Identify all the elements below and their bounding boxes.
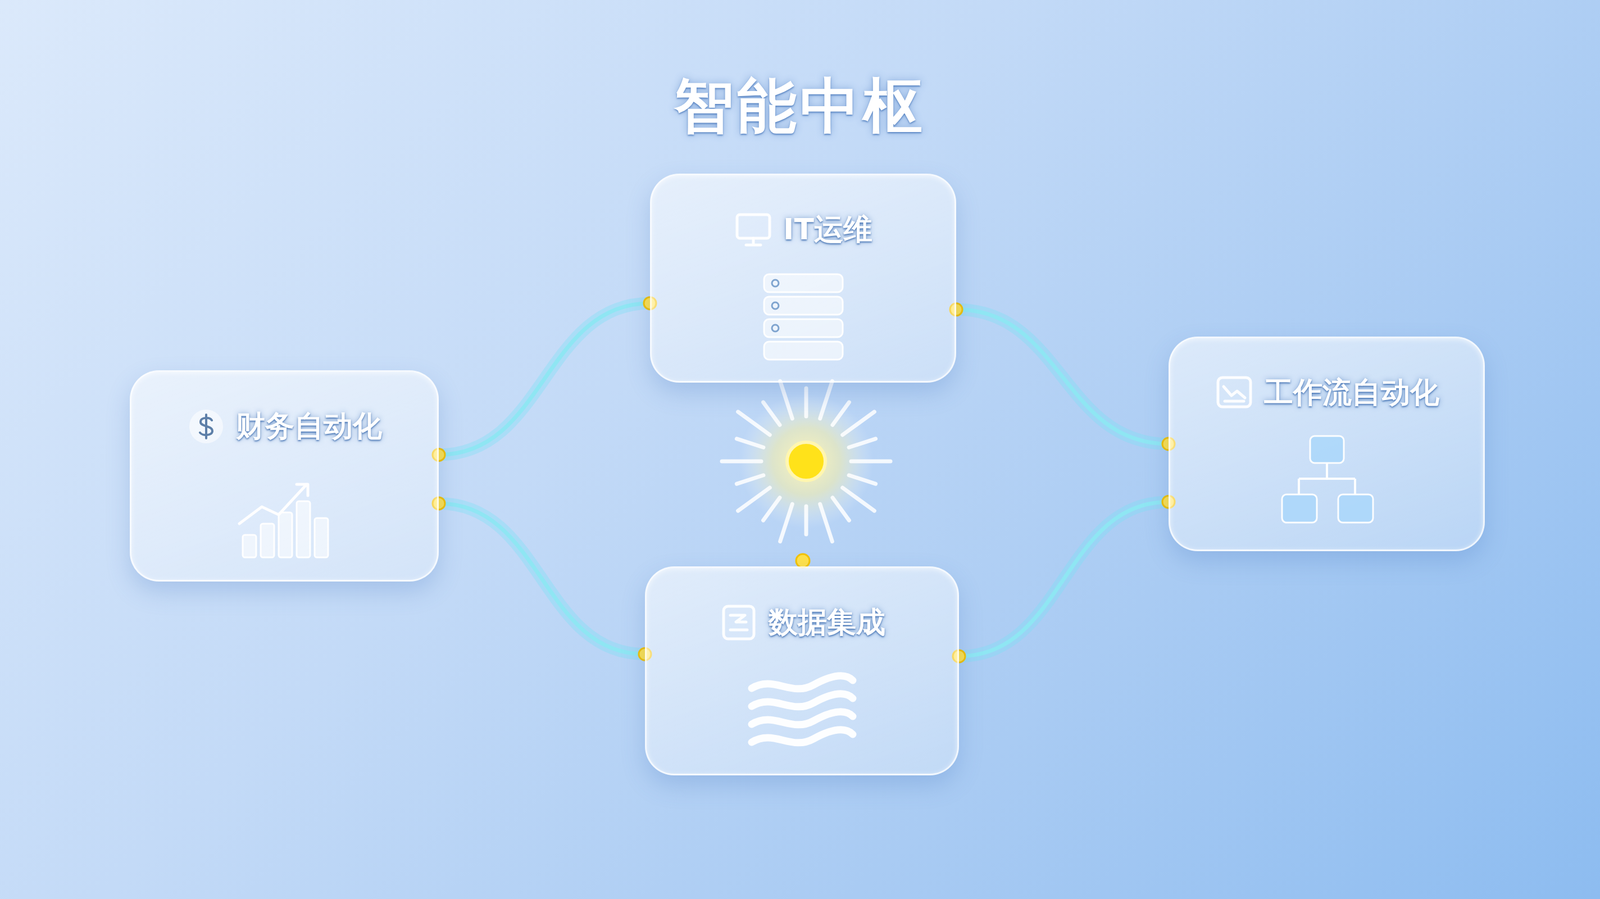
connector bbox=[438, 503, 645, 654]
sun-ray bbox=[832, 402, 849, 425]
server-picture bbox=[741, 270, 866, 367]
connector-glow bbox=[438, 503, 645, 654]
waves-picture bbox=[740, 663, 865, 759]
connector bbox=[956, 309, 1169, 444]
sun-ray bbox=[820, 380, 833, 419]
module-card: 工作流自动化 bbox=[1168, 336, 1485, 552]
hub-dot bbox=[796, 553, 810, 568]
card-label: 工作流自动化 bbox=[1264, 373, 1440, 413]
sun-ray bbox=[848, 438, 876, 448]
card-header: 数据集成 bbox=[646, 602, 958, 643]
sun-ray bbox=[842, 487, 875, 511]
card-label: IT运维 bbox=[783, 210, 873, 250]
connector-glow bbox=[958, 501, 1169, 657]
card-header: 财务自动化 bbox=[131, 406, 438, 447]
connector-group bbox=[432, 297, 657, 462]
dollar-icon bbox=[186, 406, 226, 447]
data-icon bbox=[719, 602, 759, 643]
sun-ray bbox=[763, 497, 780, 521]
sun-ray bbox=[738, 411, 771, 435]
module-card: IT运维 bbox=[650, 173, 957, 383]
module-card: 财务自动化 bbox=[129, 370, 439, 582]
card-label: 财务自动化 bbox=[235, 406, 383, 447]
sun-ray bbox=[780, 380, 793, 419]
sun-ray bbox=[763, 402, 780, 425]
connector-group bbox=[952, 495, 1175, 663]
sun-core bbox=[787, 442, 826, 481]
bars-picture bbox=[222, 467, 347, 563]
connector-group bbox=[432, 497, 652, 661]
card-header: IT运维 bbox=[651, 210, 955, 250]
connector-glow bbox=[956, 309, 1169, 444]
flow-icon bbox=[1214, 373, 1254, 413]
sun-ray bbox=[842, 411, 875, 435]
tree-picture bbox=[1265, 433, 1389, 530]
sun-ray bbox=[804, 506, 809, 535]
connector-glow bbox=[438, 303, 650, 456]
sun-ray bbox=[820, 503, 833, 542]
sun-ray bbox=[851, 459, 891, 464]
diagram-title: 智能中枢 bbox=[0, 66, 1600, 147]
sun-ray bbox=[780, 503, 793, 542]
sun-ray bbox=[832, 497, 849, 521]
sun-rays bbox=[721, 380, 891, 542]
sun-ray bbox=[804, 388, 809, 417]
monitor-icon bbox=[733, 210, 774, 250]
sun-ray bbox=[738, 487, 771, 511]
sun-ray bbox=[848, 475, 876, 484]
connector bbox=[958, 501, 1169, 657]
card-header: 工作流自动化 bbox=[1170, 373, 1484, 413]
connector bbox=[438, 303, 650, 456]
module-card: 数据集成 bbox=[644, 566, 959, 776]
card-label: 数据集成 bbox=[768, 602, 886, 643]
sun-ray bbox=[721, 459, 762, 464]
sun-ray bbox=[736, 475, 764, 484]
connector-group bbox=[950, 303, 1175, 450]
sun-ray bbox=[736, 438, 764, 448]
